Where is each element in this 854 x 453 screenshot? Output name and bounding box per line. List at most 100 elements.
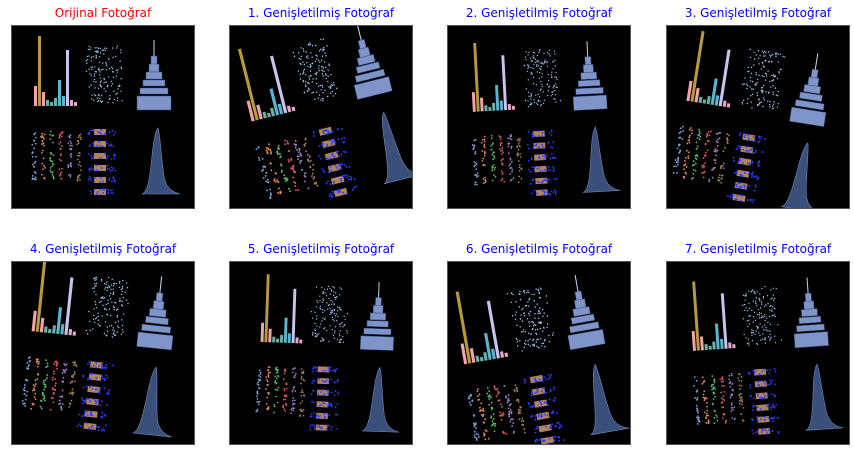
strip-point [289, 190, 291, 192]
strip-point [507, 143, 510, 145]
strip-point [77, 136, 80, 139]
strip-point [59, 141, 62, 143]
scatter-point [535, 84, 538, 86]
boxen-box [136, 331, 174, 351]
scatter-point [335, 298, 337, 301]
swarm-point [738, 186, 740, 189]
scatter-point [89, 320, 91, 323]
strip-point [58, 143, 61, 145]
swarm-point [99, 144, 101, 147]
strip-point [291, 399, 294, 402]
swarm-point [106, 188, 108, 191]
scatter-point [89, 73, 91, 75]
strip-point [261, 170, 264, 173]
strip-point [49, 159, 52, 162]
scatter-point [756, 291, 758, 293]
swarm-point [90, 179, 92, 182]
scatter-point [747, 70, 750, 73]
scatter-point [758, 74, 760, 76]
swarm-point [327, 171, 330, 174]
scatter-point [769, 333, 771, 336]
scatter-point [319, 84, 322, 87]
scatter-point [105, 90, 107, 92]
strip-point [64, 371, 67, 374]
scatter-point [530, 333, 532, 335]
scatter-point [112, 102, 114, 104]
scatter-point [120, 333, 123, 335]
scatter-point [112, 56, 114, 59]
scatter-point [107, 101, 109, 104]
strip-point [730, 402, 733, 404]
scatter-point [515, 301, 517, 303]
scatter-point [322, 290, 324, 293]
strip-point [728, 381, 731, 384]
strip-point [696, 396, 699, 399]
strip-point [704, 143, 707, 146]
scatter-point [763, 75, 765, 78]
scatter-point [311, 333, 314, 335]
swarm-point [739, 173, 742, 176]
strip-point [59, 402, 62, 405]
strip-point [474, 150, 477, 153]
swarm-point [321, 380, 324, 382]
scatter-point [314, 332, 317, 335]
scatter-point [526, 291, 528, 294]
strip-point [72, 361, 75, 364]
scatter-point [542, 342, 545, 345]
strip-point [33, 147, 36, 150]
scatter-point [94, 70, 96, 73]
bar-mark [291, 288, 297, 344]
strip-point [24, 404, 27, 407]
swarm-point [320, 427, 322, 430]
swarm-point [104, 367, 107, 370]
strip-point [275, 367, 277, 369]
scatter-point [97, 69, 100, 71]
bar-mark [237, 48, 259, 121]
strip-point [259, 373, 262, 376]
swarm-point [752, 432, 755, 435]
strip-point [509, 158, 512, 161]
scatter-point [108, 58, 110, 60]
scatter-point [330, 299, 332, 302]
scatter-point [763, 99, 766, 101]
strip-point [708, 180, 711, 183]
strip-point [294, 189, 297, 191]
strip-point [60, 171, 63, 174]
swarm-point [547, 178, 549, 181]
scatter-point [769, 338, 771, 340]
strip-point [294, 140, 297, 142]
scatter-point [769, 106, 771, 108]
strip-point [31, 389, 34, 392]
scatter-point [525, 343, 527, 346]
bar-mark [486, 300, 500, 359]
bar-mark [710, 78, 718, 106]
scatter-point [109, 297, 112, 300]
bar-mark [58, 80, 61, 106]
strip-point [720, 391, 723, 394]
scatter-point [94, 87, 96, 89]
scatter-point [310, 52, 312, 54]
density-shape [141, 127, 181, 195]
swarm-point [323, 129, 326, 132]
strip-point [689, 127, 692, 129]
scatter-point [99, 81, 102, 83]
scatter-point [757, 308, 760, 311]
swarm-point [104, 424, 107, 426]
scatter-point [88, 310, 90, 313]
scatter-point [115, 282, 118, 285]
scatter-point [97, 93, 100, 96]
swarm-point [89, 144, 92, 147]
scatter-point [516, 341, 518, 343]
scatter-point [763, 66, 765, 68]
strip-point [731, 417, 734, 419]
scatter-point [540, 104, 542, 106]
scatter-point [538, 321, 541, 324]
strip-point [77, 142, 80, 145]
scatter-point [528, 297, 531, 300]
strip-point [501, 170, 503, 172]
strip-point [731, 374, 733, 377]
scatter-point [539, 71, 541, 74]
strip-point [277, 180, 280, 183]
scatter-point [745, 293, 747, 295]
strip-point [488, 390, 491, 393]
